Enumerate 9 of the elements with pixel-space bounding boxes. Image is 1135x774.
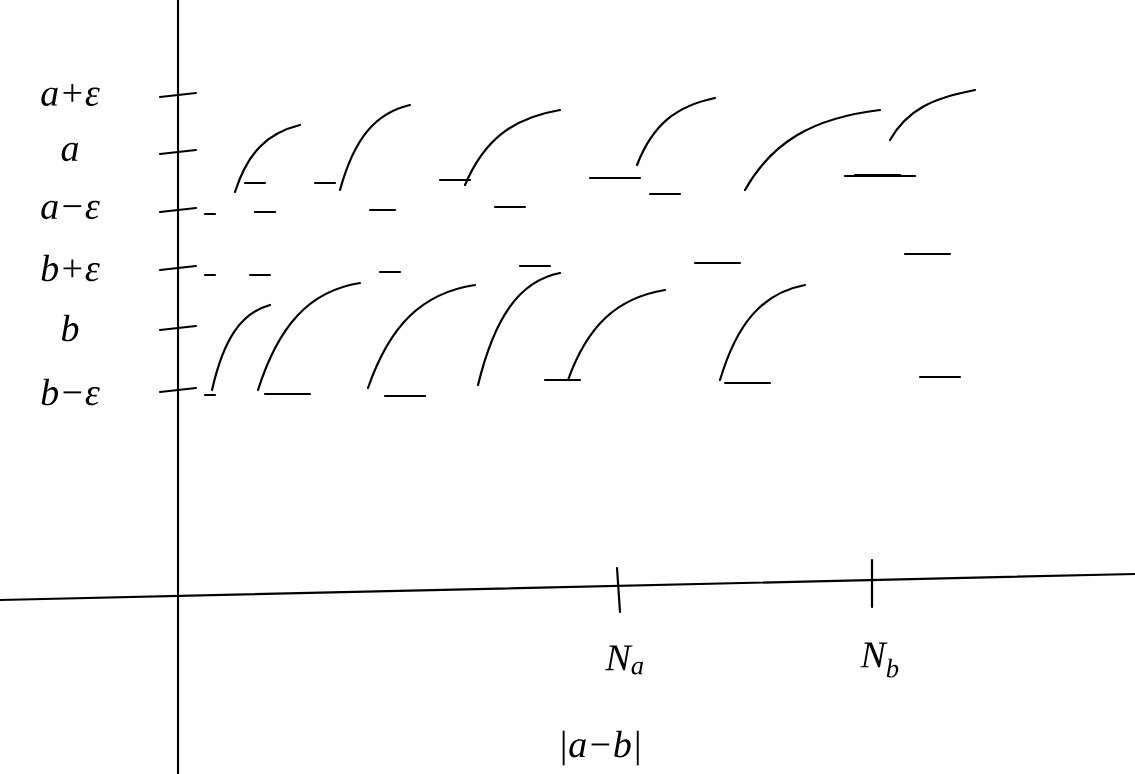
axis-label: b−ε	[41, 378, 100, 406]
axis-label: |a−b|	[562, 730, 639, 766]
axis-label: a	[61, 142, 79, 162]
axis-label: b	[61, 314, 79, 342]
axis-label: N$_{a}$	[605, 645, 644, 675]
axis-label: a−ε	[41, 200, 100, 220]
axis-label: N$_{b}$	[860, 642, 899, 678]
axis-label: b+ε	[41, 254, 100, 282]
axis-label: a+ε	[41, 84, 100, 106]
